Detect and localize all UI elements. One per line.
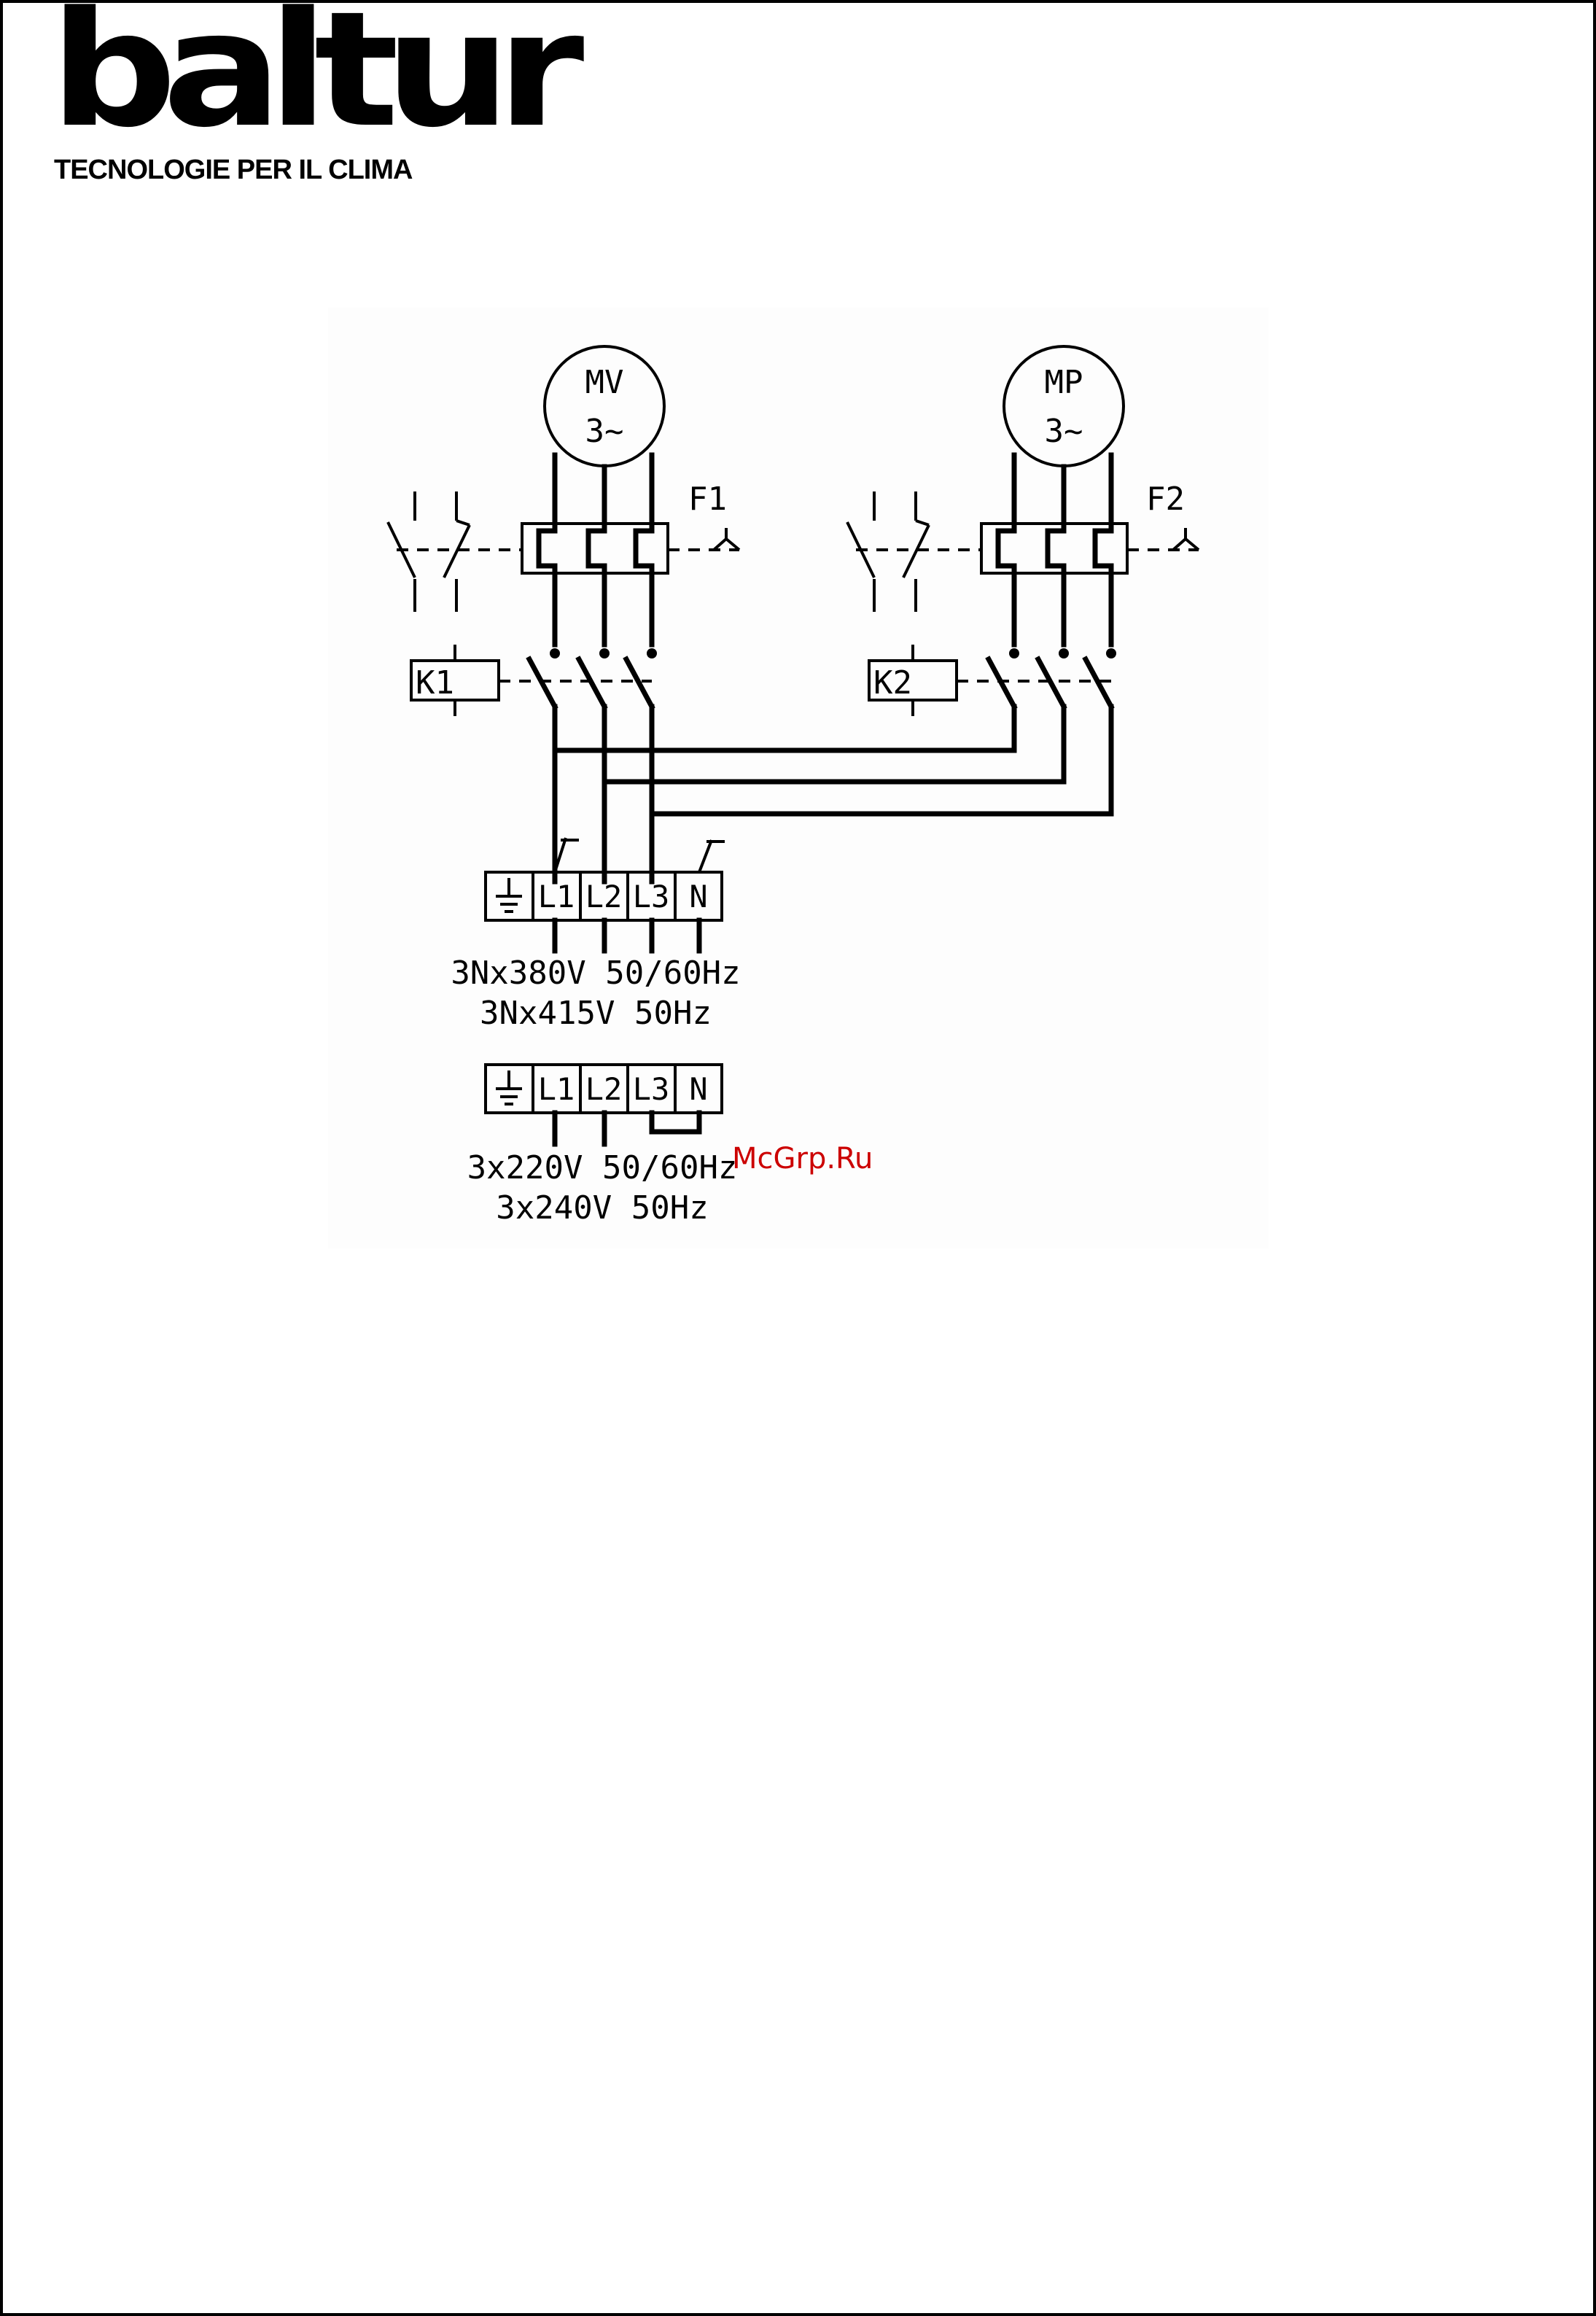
motor-mp-leads bbox=[1014, 455, 1111, 513]
terminal-block-b-jumper bbox=[652, 1113, 699, 1132]
relay-f2-label: F2 bbox=[1146, 481, 1185, 518]
k2-pole-1-dot bbox=[1009, 648, 1019, 658]
terminal-b-n: N bbox=[689, 1071, 707, 1107]
terminal-a-l2: L2 bbox=[585, 879, 623, 914]
relay-f1-element-3 bbox=[636, 513, 652, 645]
thermal-relay-f2: F2 bbox=[847, 481, 1199, 645]
relay-f1-reset bbox=[714, 528, 739, 550]
relay-f2-reset bbox=[1173, 528, 1199, 550]
motor-mv-name: MV bbox=[585, 364, 624, 401]
ground-icon bbox=[496, 1070, 522, 1104]
terminal-a-n: N bbox=[689, 879, 707, 914]
k1-pole-3-dot bbox=[647, 648, 657, 658]
terminal-block-b: L1 L2 L3 N bbox=[486, 1065, 722, 1144]
relay-f1-contact-b bbox=[444, 491, 470, 612]
k2-pole-2-dot bbox=[1059, 648, 1069, 658]
terminal-b-l2: L2 bbox=[585, 1071, 623, 1107]
terminal-a-l1: L1 bbox=[538, 879, 575, 914]
watermark: McGrp.Ru bbox=[732, 1142, 873, 1176]
contactor-k2-label: K2 bbox=[873, 664, 912, 702]
supply-a-line1: 3Nx380V 50/60Hz bbox=[451, 955, 740, 992]
relay-f2-element-1 bbox=[998, 513, 1014, 645]
supply-b-line2: 3x240V 50Hz bbox=[496, 1189, 708, 1227]
motor-mv-leads bbox=[555, 455, 652, 513]
terminal-block-b-leads bbox=[555, 1113, 604, 1144]
motor-mp-phase: 3~ bbox=[1045, 413, 1083, 450]
motor-mp: MP 3~ bbox=[1004, 346, 1124, 466]
thermal-relay-f1: F1 bbox=[388, 481, 739, 645]
bridge-l2 bbox=[604, 707, 1064, 782]
relay-f2-contact-a bbox=[847, 491, 874, 612]
motor-mv-phase: 3~ bbox=[585, 413, 624, 450]
terminal-n-pointer bbox=[699, 840, 725, 872]
supply-a-line2: 3Nx415V 50Hz bbox=[480, 995, 712, 1032]
contactor-k2: K2 bbox=[869, 645, 1116, 716]
relay-f2-element-2 bbox=[1048, 513, 1064, 645]
relay-f1-label: F1 bbox=[688, 481, 727, 518]
bridge-l3 bbox=[652, 707, 1111, 814]
terminal-block-a: L1 L2 L3 N bbox=[486, 872, 722, 951]
relay-f1-element-2 bbox=[588, 513, 604, 645]
motor-mp-name: MP bbox=[1045, 364, 1083, 401]
ground-icon bbox=[496, 878, 522, 912]
supply-b-line1: 3x220V 50/60Hz bbox=[467, 1149, 738, 1186]
terminal-b-l3: L3 bbox=[633, 1071, 670, 1107]
contactor-k1-poles bbox=[529, 659, 652, 707]
terminal-l1-pointer bbox=[555, 838, 579, 872]
relay-f2-contact-b bbox=[903, 491, 929, 612]
relay-f1-contact-a bbox=[388, 491, 415, 612]
k1-pole-2-dot bbox=[599, 648, 610, 658]
terminal-a-l3: L3 bbox=[633, 879, 670, 914]
relay-f2-element-3 bbox=[1095, 513, 1111, 645]
terminal-block-a-leads bbox=[555, 920, 699, 951]
k2-pole-3-dot bbox=[1106, 648, 1116, 658]
contactor-k1-label: K1 bbox=[416, 664, 454, 702]
contactor-k2-poles bbox=[989, 659, 1111, 707]
k1-pole-1-dot bbox=[550, 648, 560, 658]
terminal-b-l1: L1 bbox=[538, 1071, 575, 1107]
motor-mv: MV 3~ bbox=[545, 346, 664, 466]
bridge-l1 bbox=[555, 707, 1014, 750]
relay-f1-element-1 bbox=[539, 513, 555, 645]
contactor-k1: K1 bbox=[411, 645, 657, 716]
